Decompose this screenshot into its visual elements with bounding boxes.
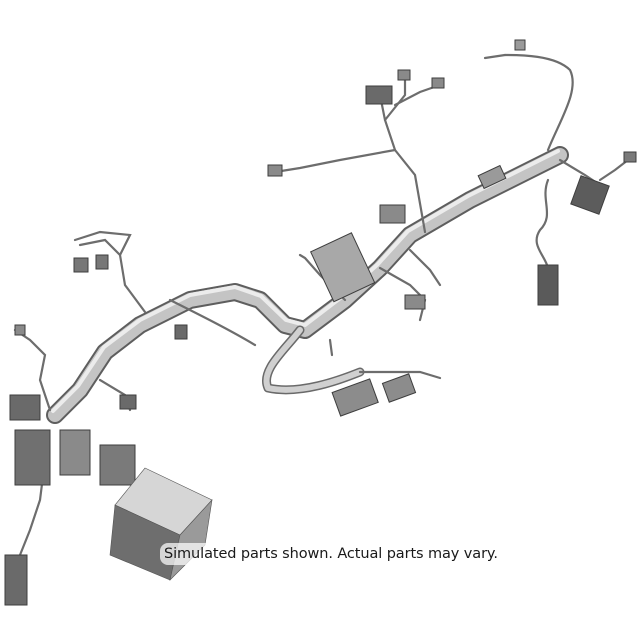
branch-wires	[13, 53, 630, 557]
disclaimer-caption: Simulated parts shown. Actual parts may …	[160, 543, 504, 565]
connector	[365, 85, 393, 105]
connectors	[4, 39, 637, 606]
main-trunk	[46, 146, 569, 424]
